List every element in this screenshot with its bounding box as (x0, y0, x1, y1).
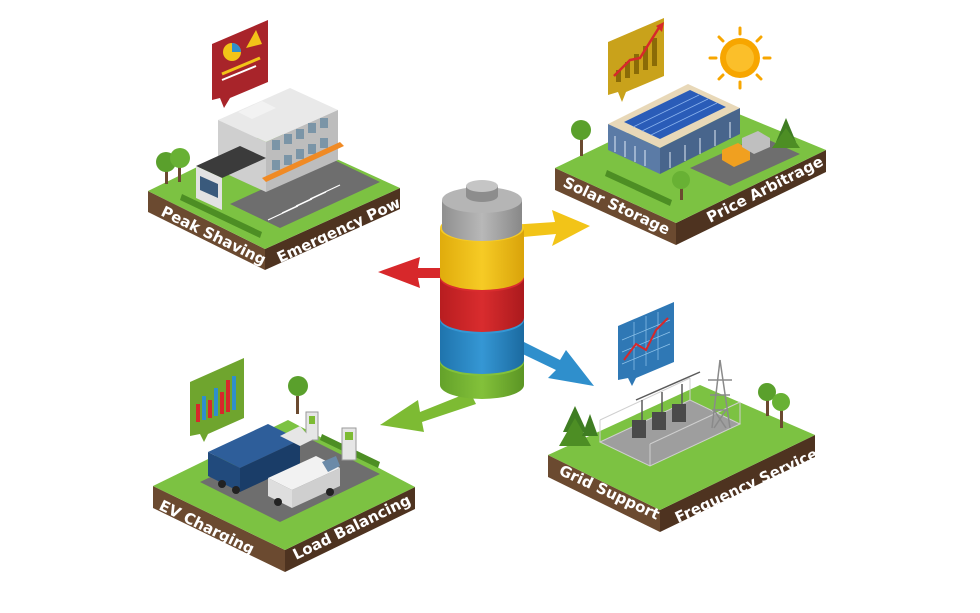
tree-icon (288, 376, 308, 414)
car-icon (722, 131, 770, 167)
tile-top-right: Solar Storage Price Arbitrage (555, 18, 826, 245)
bar-chart-icon (190, 358, 244, 442)
solar-building (608, 84, 740, 174)
sun-icon (708, 26, 772, 90)
arrow-green-to-bottom-left (380, 392, 476, 432)
line-chart-icon (618, 302, 674, 386)
tree-icon (156, 148, 190, 184)
arrows (378, 210, 594, 432)
tile-top-left: Peak Shaving Emergency Power (148, 20, 420, 270)
tile-bottom-left: EV Charging Load Balancing (153, 358, 415, 572)
tree-icon (559, 383, 790, 446)
truck-icon (208, 424, 312, 494)
battery-icon (440, 180, 524, 399)
growth-chart-icon (608, 18, 664, 102)
arrow-red-to-top-left (378, 257, 460, 288)
ev-charger-icon (305, 411, 357, 461)
pie-chart-icon (212, 20, 268, 108)
substation-icon (598, 359, 742, 467)
tile-bottom-right: Grid Support Frequency Services (548, 302, 829, 532)
tree-icon (571, 118, 800, 200)
van-icon (268, 456, 340, 508)
arrow-blue-to-bottom-right (508, 335, 594, 386)
arrow-yellow-to-top-right (510, 210, 590, 246)
office-building (196, 88, 344, 210)
